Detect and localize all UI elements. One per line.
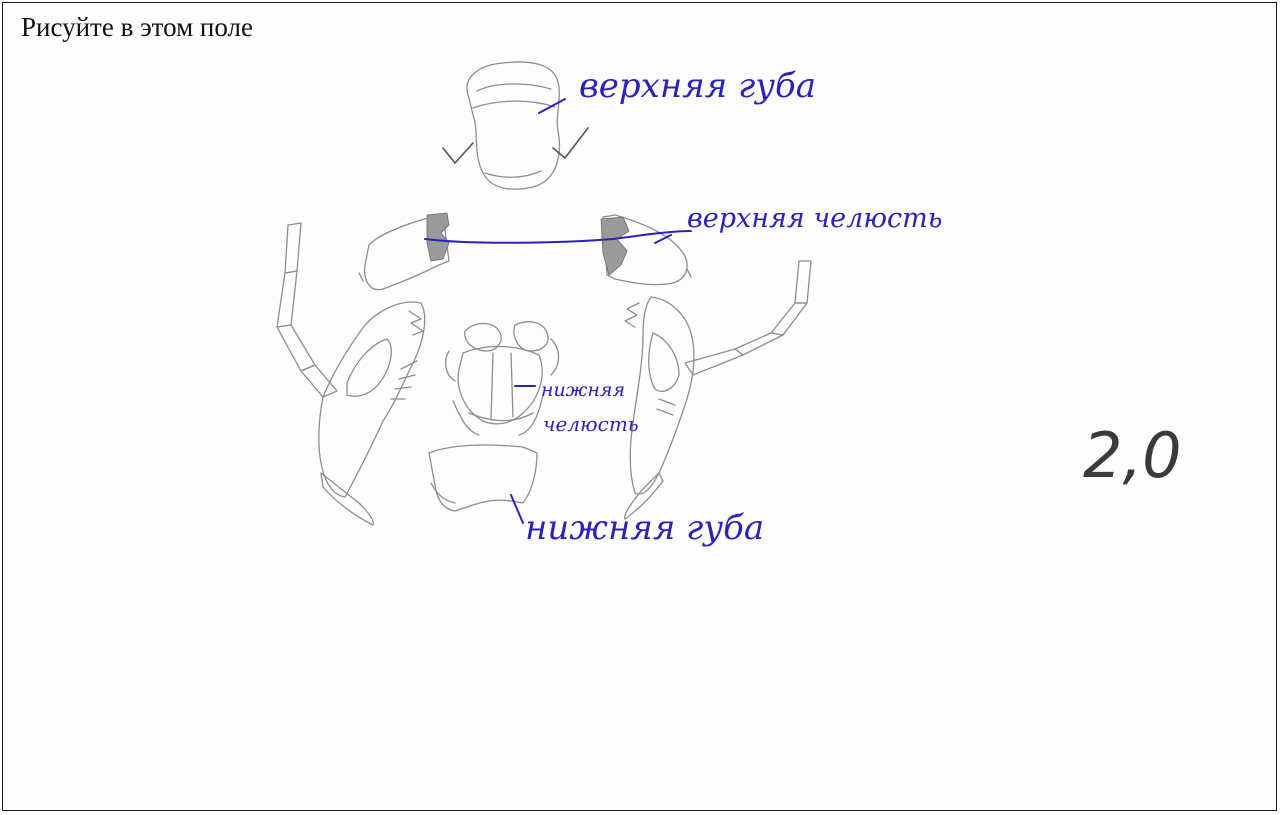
- upper-jaw-label: верхняя челюсть: [687, 203, 943, 234]
- left-maxilla-drawing: [277, 223, 425, 525]
- upper-jaw-pointer: [425, 231, 691, 243]
- upper-jaw-left-drawing: [359, 213, 449, 290]
- right-maxilla-drawing: [625, 261, 811, 519]
- lower-lip-drawing: [429, 445, 537, 511]
- grade-mark: 2,0: [1083, 419, 1182, 492]
- lower-jaw-label-line1: нижняя: [541, 379, 625, 401]
- insect-mouthparts-sketch: верхняя губа верхняя челюсть нижняя челю…: [3, 3, 1278, 812]
- lower-jaw-label-line2: челюсть: [543, 412, 639, 436]
- upper-lip-label: верхняя губа: [579, 66, 816, 106]
- lower-lip-pointer: [511, 495, 523, 523]
- upper-lip-drawing: [443, 62, 588, 189]
- upper-jaw-right-drawing: [601, 215, 691, 285]
- lower-lip-label: нижняя губа: [525, 508, 764, 548]
- upper-lip-pointer: [539, 99, 565, 113]
